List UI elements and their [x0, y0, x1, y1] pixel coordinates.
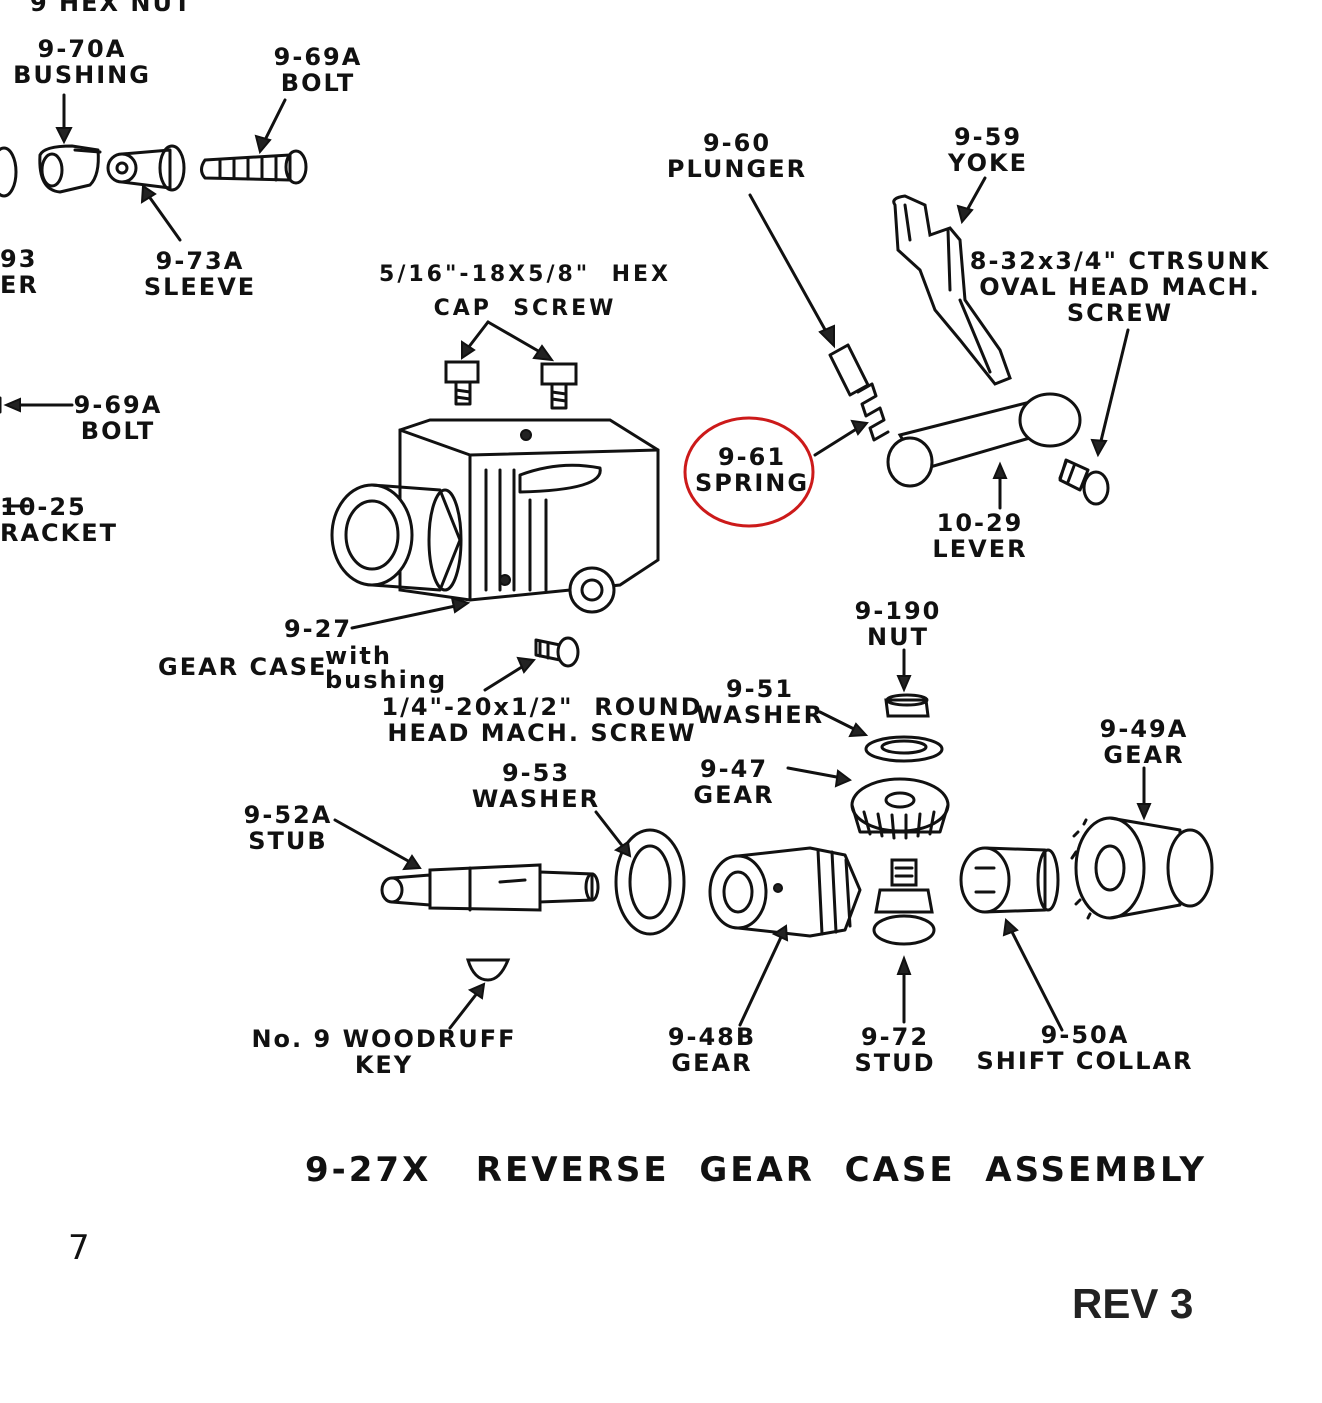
arrow-9-59 — [956, 176, 987, 225]
arrow-9-70a — [55, 93, 73, 145]
arrows-cap-screw — [461, 320, 555, 362]
lever-10-29-icon — [886, 392, 1082, 488]
arrow-9-72 — [896, 955, 912, 1024]
label-gear-case: GEAR CASE — [158, 653, 328, 681]
label-9-51: 9-51 WASHER — [695, 675, 825, 729]
label-9-50a: 9-50A SHIFT COLLAR — [976, 1021, 1194, 1075]
cap-screw-left-icon — [444, 360, 480, 406]
arrow-9-60 — [748, 193, 835, 349]
arrow-9-69a-top — [254, 98, 287, 155]
arrow-9-53 — [594, 810, 632, 858]
bolt-9-69a-top-icon — [200, 149, 308, 185]
label-9-70a: 9-70A BUSHING — [13, 35, 151, 89]
page-number: 7 — [68, 1228, 90, 1268]
label-9-69a-top: 9-69A BOLT — [273, 43, 363, 97]
ctrsunk-screw-icon — [1058, 458, 1110, 506]
arrow-9-190 — [896, 648, 912, 693]
label-9-27: 9-27 — [283, 615, 353, 643]
shift-collar-9-50a-icon — [959, 846, 1060, 914]
label-9-61: 9-61 SPRING — [694, 443, 810, 497]
arrow-9-61 — [813, 419, 869, 457]
label-9-73a: 9-73A SLEEVE — [143, 247, 257, 301]
label-woodruff-key: No. 9 WOODRUFF KEY — [251, 1025, 517, 1079]
label-9-48b: 9-48B GEAR — [667, 1023, 757, 1077]
arrow-round-head-screw — [483, 656, 536, 692]
label-ctrsunk-screw: 8-32x3/4" CTRSUNK OVAL HEAD MACH. SCREW — [969, 247, 1271, 327]
label-10-25-partial: 10-25 RACKET — [0, 493, 119, 547]
spring-9-61-icon — [856, 382, 890, 442]
sleeve-9-73a-icon — [106, 144, 186, 192]
label-9-72: 9-72 STUD — [854, 1023, 936, 1077]
arrow-9-48b — [738, 924, 789, 1027]
arrow-woodruff-key — [448, 982, 486, 1030]
label-9-49a: 9-49A GEAR — [1099, 715, 1189, 769]
label-9-60: 9-60 PLUNGER — [666, 129, 808, 183]
plunger-9-60-icon — [828, 343, 870, 397]
nut-9-190-icon — [884, 693, 930, 718]
stud-9-72-icon — [872, 858, 936, 946]
washer-9-51-icon — [864, 735, 944, 763]
stub-9-52a-icon — [380, 863, 600, 912]
yoke-9-59-icon — [892, 194, 1012, 386]
arrow-9-50a — [1002, 917, 1064, 1032]
partial-part-left-icon — [0, 146, 18, 198]
arrow-9-47 — [786, 766, 852, 788]
arrow-9-69a-mid — [0, 396, 74, 414]
bushing-9-70a-icon — [38, 144, 102, 194]
revision-label: REV 3 — [1072, 1280, 1194, 1327]
arrow-9-52a — [333, 818, 422, 871]
diagram-title: 9-27X REVERSE GEAR CASE ASSEMBLY — [305, 1150, 1207, 1190]
arrow-10-29 — [992, 461, 1008, 510]
top-cut-label: 9 HEX NUT — [30, 0, 193, 17]
arrow-9-27 — [350, 596, 471, 630]
label-9-69a-mid: 9-69A BOLT — [73, 391, 163, 445]
label-9-53: 9-53 WASHER — [471, 759, 601, 813]
arrow-9-51 — [818, 710, 869, 738]
gear-9-49a-icon — [1070, 816, 1214, 920]
woodruff-key-icon — [465, 958, 511, 982]
label-10-29: 10-29 LEVER — [932, 509, 1028, 563]
label-with-bushing: with bushing — [325, 642, 448, 694]
washer-9-53-icon — [614, 828, 686, 936]
label-9-52a: 9-52A STUB — [243, 801, 333, 855]
label-round-head-screw: 1/4"-20x1/2" ROUND HEAD MACH. SCREW — [381, 693, 703, 747]
arrow-9-49a — [1136, 766, 1152, 821]
label-9-47: 9-47 GEAR — [693, 755, 775, 809]
label-9-190: 9-190 NUT — [854, 597, 942, 651]
label-cap-screw: 5/16"-18X5/8" HEX CAP SCREW — [379, 262, 671, 321]
cap-screw-right-icon — [540, 362, 578, 410]
gear-case-9-27-icon — [330, 418, 660, 614]
label-93-partial: 93 ER — [0, 245, 39, 299]
round-head-screw-icon — [534, 636, 580, 668]
gear-9-48b-icon — [708, 846, 862, 938]
gear-9-47-icon — [850, 777, 950, 840]
arrow-9-73a — [140, 184, 182, 242]
arrow-ctrsunk — [1090, 328, 1130, 458]
highlight-circle-9-61 — [683, 416, 815, 528]
label-9-59: 9-59 YOKE — [948, 123, 1028, 177]
